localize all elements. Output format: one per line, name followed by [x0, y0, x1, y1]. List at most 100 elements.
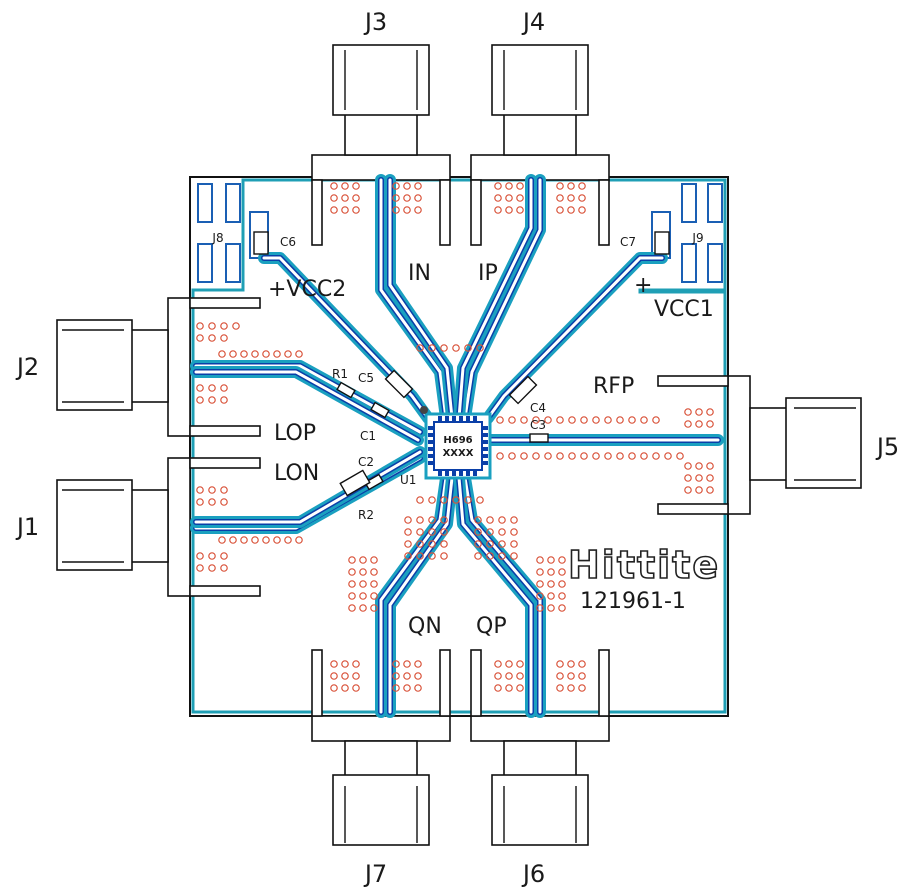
via: [536, 592, 544, 600]
via: [494, 206, 502, 214]
via: [208, 486, 216, 494]
label-c7: C7: [620, 235, 636, 249]
via: [464, 496, 472, 504]
label-j8: J8: [211, 231, 223, 245]
via: [494, 672, 502, 680]
via: [592, 452, 600, 460]
chip-pin: [452, 470, 456, 476]
part-number: 121961-1: [580, 589, 686, 614]
via: [370, 568, 378, 576]
via: [684, 474, 692, 482]
via: [706, 408, 714, 416]
via: [628, 452, 636, 460]
connector-j1: [56, 457, 261, 597]
chip-pin: [438, 416, 442, 422]
via: [359, 604, 367, 612]
via: [486, 540, 494, 548]
via: [440, 552, 448, 560]
via: [208, 396, 216, 404]
chip-pin: [482, 447, 488, 451]
label-vcc1: VCC1: [654, 297, 714, 322]
via: [403, 672, 411, 680]
via: [567, 182, 575, 190]
via: [510, 540, 518, 548]
via: [706, 462, 714, 470]
via: [251, 536, 259, 544]
via: [556, 416, 564, 424]
via: [706, 486, 714, 494]
via: [578, 206, 586, 214]
via: [706, 474, 714, 482]
label-c5: C5: [358, 371, 374, 385]
via: [404, 552, 412, 560]
via: [684, 486, 692, 494]
via: [516, 672, 524, 680]
via: [516, 194, 524, 202]
connector-j5: [657, 375, 862, 515]
component-c1: [370, 401, 390, 419]
via: [558, 580, 566, 588]
via: [428, 552, 436, 560]
chip-pin: [452, 416, 456, 422]
via: [284, 350, 292, 358]
via: [510, 516, 518, 524]
via: [416, 552, 424, 560]
via: [536, 604, 544, 612]
via: [196, 322, 204, 330]
chip-pin: [473, 416, 477, 422]
via: [547, 580, 555, 588]
via: [664, 452, 672, 460]
via: [220, 384, 228, 392]
via: [556, 660, 564, 668]
via: [494, 660, 502, 668]
label-ip: IP: [478, 261, 498, 286]
via: [428, 344, 436, 352]
via: [404, 540, 412, 548]
via: [494, 194, 502, 202]
trace-qp2-gap: [457, 476, 533, 714]
via: [352, 660, 360, 668]
via: [295, 350, 303, 358]
via: [348, 568, 356, 576]
via: [544, 416, 552, 424]
via: [403, 194, 411, 202]
via: [516, 182, 524, 190]
via: [486, 516, 494, 524]
via: [556, 194, 564, 202]
via: [341, 660, 349, 668]
chip-pin: [438, 470, 442, 476]
via: [676, 452, 684, 460]
via: [392, 182, 400, 190]
via: [568, 452, 576, 460]
via: [558, 592, 566, 600]
via: [520, 416, 528, 424]
via: [404, 528, 412, 536]
via: [505, 194, 513, 202]
chip-pin: [482, 426, 488, 430]
via: [220, 552, 228, 560]
chip-pin: [428, 440, 434, 444]
connector-j3: [311, 44, 451, 246]
via: [428, 496, 436, 504]
via: [240, 536, 248, 544]
via: [474, 540, 482, 548]
via: [359, 592, 367, 600]
via: [330, 660, 338, 668]
via: [229, 536, 237, 544]
trace-ip2-gap: [457, 178, 533, 420]
via: [196, 486, 204, 494]
via: [196, 564, 204, 572]
via: [496, 416, 504, 424]
via: [556, 182, 564, 190]
via: [486, 552, 494, 560]
via: [578, 684, 586, 692]
via: [464, 344, 472, 352]
via: [403, 182, 411, 190]
via: [330, 684, 338, 692]
chip-pin: [482, 440, 488, 444]
via: [348, 580, 356, 588]
via: [440, 528, 448, 536]
via: [505, 206, 513, 214]
via: [196, 552, 204, 560]
via: [474, 528, 482, 536]
